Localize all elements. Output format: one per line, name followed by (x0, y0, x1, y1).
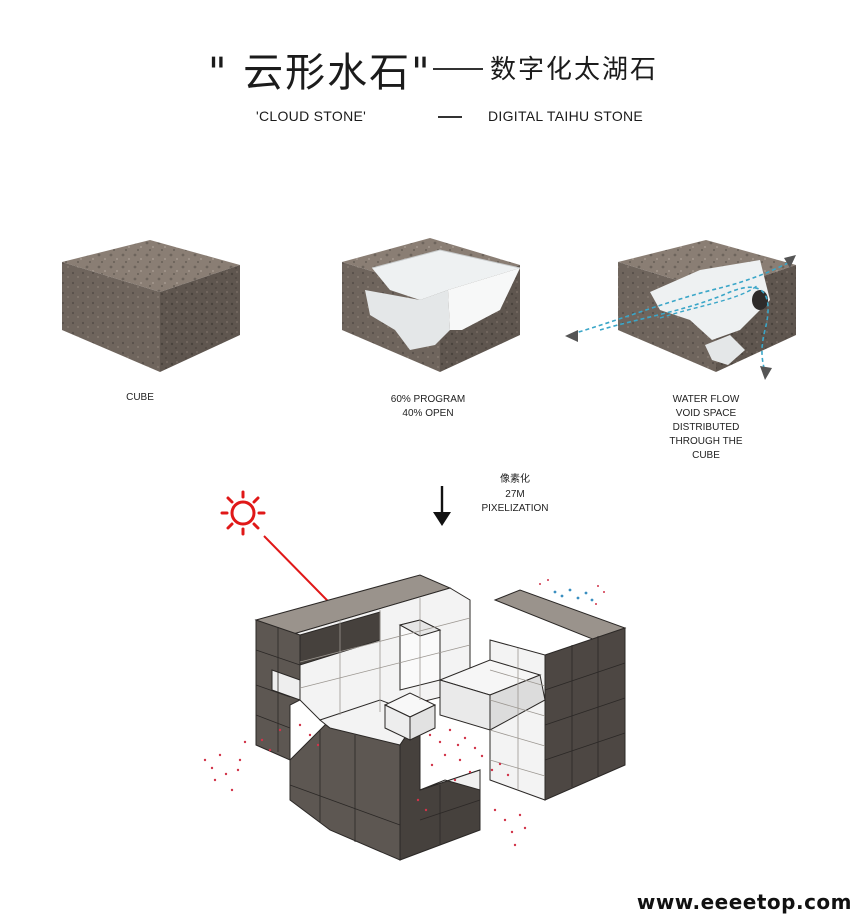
caption-water-flow: WATER FLOW VOID SPACE DISTRIBUTED THROUG… (646, 393, 766, 463)
stone-cube-1 (62, 240, 240, 372)
sun-icon (222, 492, 264, 534)
pixelization-label-cn: 像素化 (470, 473, 560, 487)
particle-scatter-blue (554, 589, 594, 602)
stone-cube-2 (342, 238, 520, 372)
down-arrow-icon (433, 486, 451, 526)
stone-cube-3 (565, 240, 796, 380)
pixelization-label-size: 27M (470, 488, 560, 502)
watermark: www.eeeetop.com (637, 890, 852, 914)
caption-program: 60% PROGRAM 40% OPEN (368, 393, 488, 421)
pixelization-label-en: PIXELIZATION (470, 502, 560, 516)
caption-cube: CUBE (100, 391, 180, 405)
pixelized-cube-model (256, 575, 625, 860)
